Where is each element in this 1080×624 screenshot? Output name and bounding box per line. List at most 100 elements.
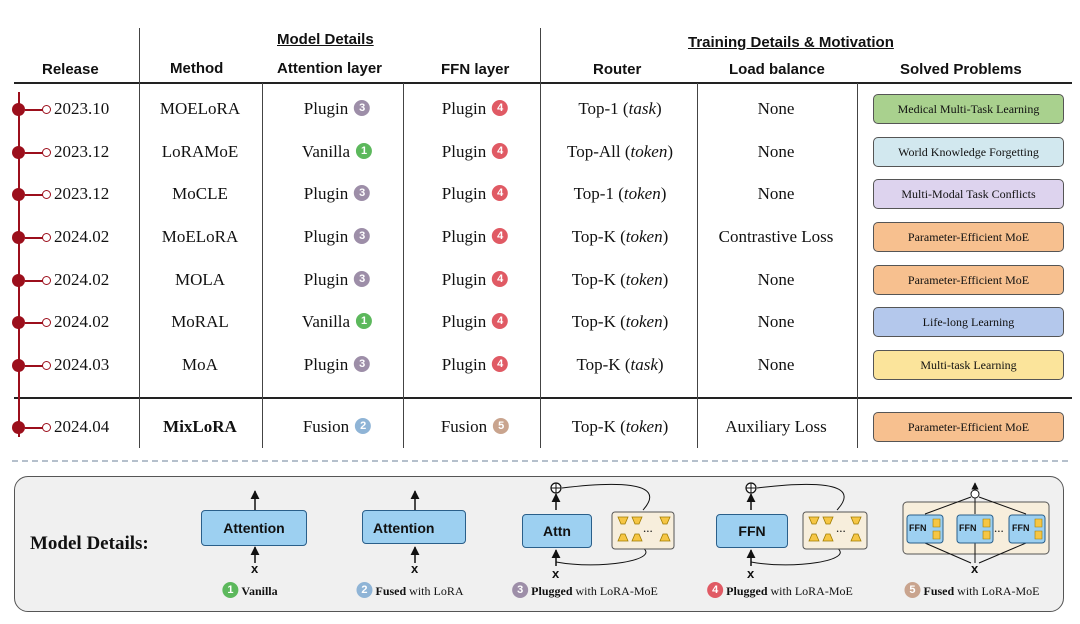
release-date: 2023.12	[54, 142, 110, 161]
col-divider	[540, 28, 541, 448]
attention-badge: 3	[354, 185, 371, 202]
method-name: MoA	[182, 355, 218, 374]
ffn-badge: 4	[492, 228, 509, 245]
timeline-connector	[25, 322, 43, 324]
timeline-connector	[25, 109, 43, 111]
attention-layer-value: Fusion	[302, 417, 350, 436]
attention-layer-cell: Fusion 2	[302, 416, 372, 438]
ffn-layer-value: Plugin	[441, 270, 487, 289]
col-divider	[139, 28, 140, 448]
router-cell: Top-1 (task)	[578, 98, 661, 120]
method-name: MOELoRA	[159, 99, 241, 118]
timeline-connector	[25, 237, 43, 239]
router-granularity: token	[625, 417, 663, 436]
router-granularity: task	[630, 355, 658, 374]
router-granularity: token	[630, 142, 668, 161]
attention-badge: 2	[355, 418, 372, 435]
plugged-attn-diagram	[550, 482, 675, 566]
timeline-connector	[25, 152, 43, 154]
load-balance-value: None	[757, 184, 795, 203]
attention-layer-cell: Plugin 3	[303, 354, 371, 376]
input-x: x	[552, 566, 560, 581]
ffn-layer-value: Plugin	[441, 142, 487, 161]
method-name: MoRAL	[171, 312, 229, 331]
release-date: 2023.12	[54, 184, 110, 203]
attention-layer-value: Plugin	[303, 227, 349, 246]
router-close: )	[662, 270, 669, 289]
attention-layer-value: Plugin	[303, 99, 349, 118]
solved-problem-badge: Life-long Learning	[873, 307, 1064, 337]
input-x: x	[747, 566, 755, 581]
model-details-header: Model Details	[277, 31, 374, 48]
method-name: MoELoRA	[161, 227, 239, 246]
ffn-badge: 4	[492, 313, 509, 330]
input-x: x	[251, 561, 259, 576]
ffn-mini-label: FFN	[1012, 523, 1030, 533]
timeline-ring	[42, 233, 51, 242]
release-date: 2024.02	[54, 227, 110, 246]
router-type: Top-K (	[571, 227, 626, 246]
timeline-ring	[42, 148, 51, 157]
timeline-dot	[12, 359, 25, 372]
timeline-dot	[12, 231, 25, 244]
router-type: Top-K (	[571, 270, 626, 289]
load-balance-value: None	[757, 355, 795, 374]
ffn-layer-cell: Plugin 4	[441, 269, 509, 291]
solved-problem-badge: World Knowledge Forgetting	[873, 137, 1064, 167]
router-cell: Top-K (token)	[572, 311, 669, 333]
ffn-layer-value: Plugin	[441, 99, 487, 118]
input-x: x	[411, 561, 419, 576]
attention-badge: 3	[354, 100, 371, 117]
timeline-ring	[42, 361, 51, 370]
attention-badge: 3	[354, 356, 371, 373]
router-type: Top-1 (	[573, 184, 624, 203]
ffn-mini-label: FFN	[959, 523, 977, 533]
solved-problem-badge: Medical Multi-Task Learning	[873, 94, 1064, 124]
release-date: 2024.03	[54, 355, 110, 374]
router-granularity: task	[628, 99, 656, 118]
load-balance-value: Contrastive Loss	[718, 227, 834, 246]
input-x: x	[971, 561, 979, 576]
attention-fused-label: Attention	[373, 520, 435, 536]
ffn-badge: 4	[492, 185, 509, 202]
router-close: )	[662, 227, 669, 246]
ffn-badge: 4	[492, 271, 509, 288]
router-close: )	[660, 184, 667, 203]
router-close: )	[667, 142, 673, 161]
attention-layer-value: Plugin	[303, 270, 349, 289]
solved-problem-badge: Parameter-Efficient MoE	[873, 412, 1064, 442]
router-close: )	[656, 99, 662, 118]
attention-badge: 1	[356, 143, 373, 160]
load-balance-value: None	[757, 142, 795, 161]
attention-badge: 1	[356, 313, 373, 330]
ffn-layer-value: Plugin	[441, 355, 487, 374]
attention-layer-value: Plugin	[303, 355, 349, 374]
router-cell: Top-K (token)	[572, 226, 669, 248]
timeline-ring	[42, 105, 51, 114]
router-type: Top-K (	[571, 312, 626, 331]
ffn-badge: 5	[493, 418, 510, 435]
router-type: Top-K (	[576, 355, 631, 374]
router-close: )	[657, 355, 664, 374]
router-type: Top-K (	[571, 417, 626, 436]
release-date: 2024.02	[54, 270, 110, 289]
router-header: Router	[593, 61, 642, 78]
ffn-block: FFN	[716, 514, 788, 548]
dashed-separator	[12, 460, 1068, 462]
release-date: 2024.04	[54, 417, 110, 436]
router-type: Top-All (	[567, 142, 631, 161]
ellipsis: ...	[994, 520, 1004, 535]
attention-block: Attention	[201, 510, 307, 546]
attention-layer-header: Attention layer	[277, 60, 383, 77]
